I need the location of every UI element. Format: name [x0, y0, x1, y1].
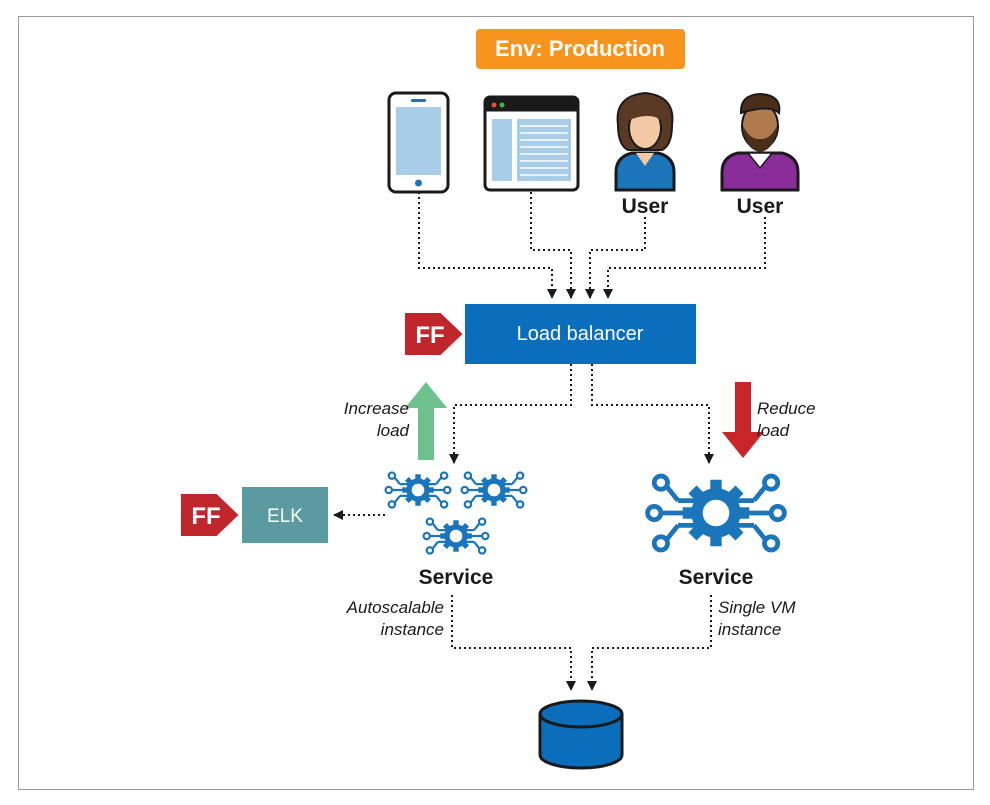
autoscalable-caption-line1: Autoscalable	[346, 598, 444, 617]
user-female-label: User	[622, 195, 669, 218]
feature-flag-load-balancer: FF	[403, 311, 466, 357]
user-male-label: User	[737, 195, 784, 218]
environment-label: Env: Production	[495, 36, 665, 61]
gear-circuit-icon	[648, 476, 785, 550]
increase-load-label-line2: load	[377, 421, 410, 440]
increase-load-label-line1: Increase	[344, 399, 409, 418]
increase-load-arrow	[405, 382, 447, 460]
database-icon	[538, 699, 624, 770]
reduce-load-label-line1: Reduce	[757, 399, 816, 418]
environment-badge: Env: Production	[476, 29, 685, 69]
elk-box: ELK	[242, 487, 328, 543]
database-connectors	[451, 595, 712, 691]
load-balancer-label: Load balancer	[517, 323, 644, 345]
browser-window-icon	[483, 95, 580, 192]
user-female-icon	[614, 91, 676, 192]
reduce-load-arrow	[722, 382, 764, 458]
feature-flag-elk: FF	[179, 492, 242, 538]
elk-label: ELK	[267, 506, 303, 527]
feature-flag-elk-label: FF	[191, 503, 220, 530]
diagram-frame	[18, 16, 974, 790]
autoscalable-service-label: Service	[419, 566, 494, 589]
autoscalable-caption-line2: instance	[381, 620, 444, 639]
single-vm-caption-line1: Single VM	[718, 598, 796, 617]
load-balancer: Load balancer	[465, 304, 696, 364]
client-connectors	[418, 192, 766, 299]
service-connectors	[333, 364, 714, 520]
reduce-load-label-line2: load	[757, 421, 790, 440]
single-vm-service-label: Service	[679, 566, 754, 589]
user-male-icon	[720, 92, 800, 192]
single-vm-caption-line2: instance	[718, 620, 781, 639]
feature-flag-label: FF	[415, 322, 444, 349]
gear-circuit-icon	[384, 471, 528, 555]
tablet-icon	[387, 91, 450, 194]
